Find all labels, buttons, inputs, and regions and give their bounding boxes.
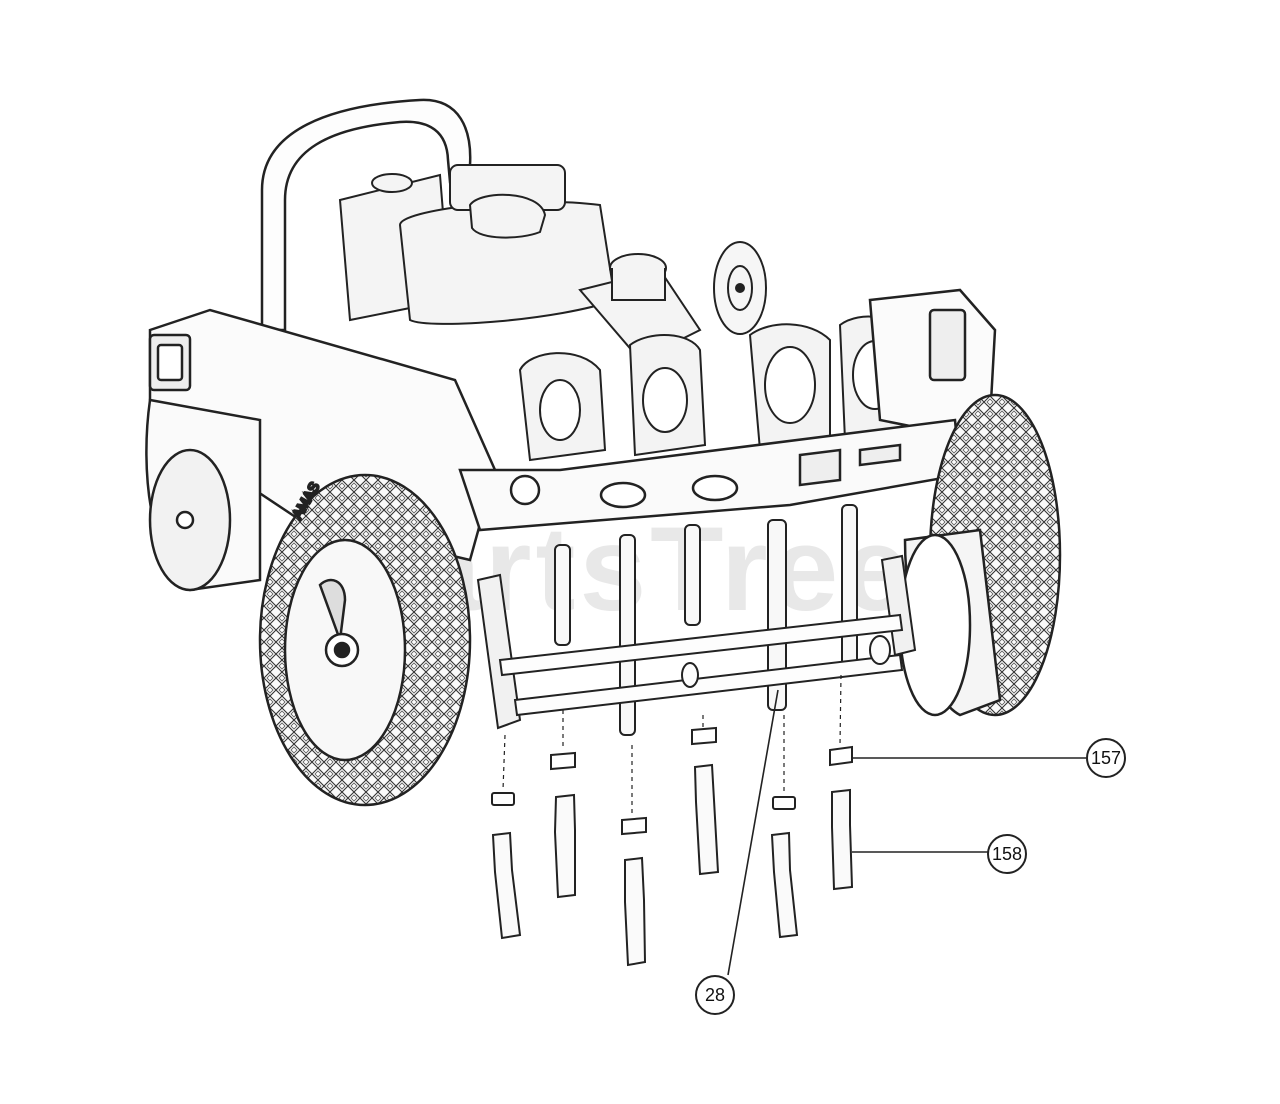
- left-wheel: AMAS: [258, 473, 472, 807]
- tine-nut: [829, 745, 853, 767]
- tine-spacers: [491, 726, 796, 836]
- front-frame-plate: [458, 418, 962, 532]
- explode-guide-lines: [502, 674, 842, 815]
- callout-label: 157: [1091, 748, 1121, 768]
- cam-assemblies: [518, 315, 914, 462]
- crossbar-rods: [498, 613, 904, 717]
- callout-circle: [987, 834, 1027, 874]
- right-wheel: [898, 393, 1062, 717]
- rear-left-wheel: [145, 398, 262, 592]
- engine: [338, 164, 702, 362]
- right-side-plate: [868, 288, 997, 432]
- callout-circle: [1086, 738, 1126, 778]
- callout-label: 28: [705, 985, 725, 1005]
- drive-pulley: [713, 241, 767, 335]
- coring-tines: [491, 763, 854, 967]
- callout-158[interactable]: 158: [987, 834, 1027, 874]
- callout-28[interactable]: 28: [695, 975, 735, 1015]
- callout-circle: [695, 975, 735, 1015]
- callout-leaders: [727, 689, 1086, 976]
- callout-label: 158: [992, 844, 1022, 864]
- callout-157[interactable]: 157: [1086, 738, 1126, 778]
